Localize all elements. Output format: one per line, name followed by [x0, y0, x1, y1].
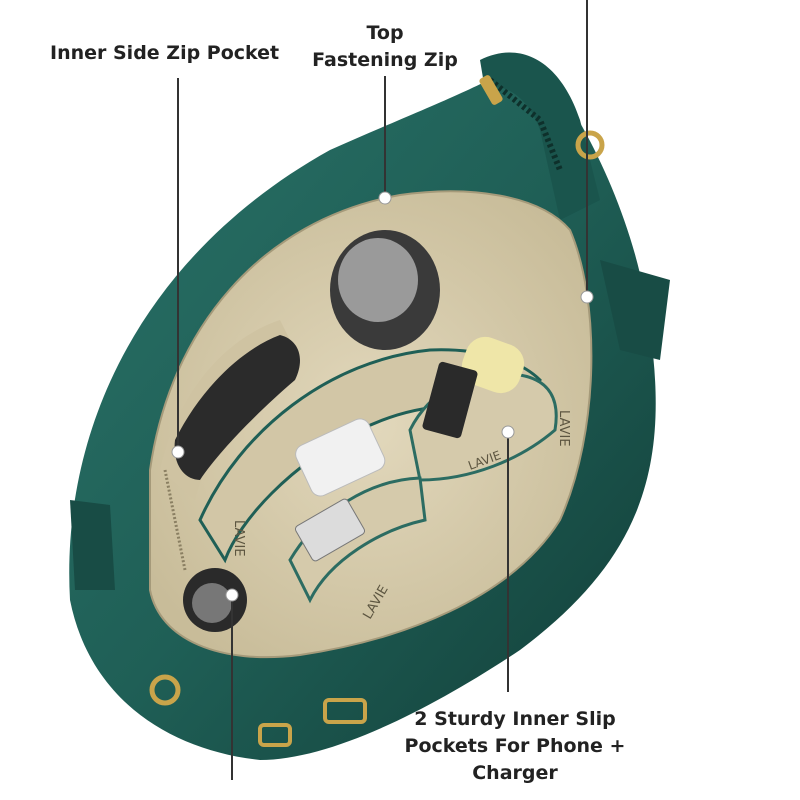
callout-slip-pockets: 2 Sturdy Inner Slip Pockets For Phone + … [385, 706, 645, 787]
bag-strap-left [70, 500, 115, 590]
dark-box [422, 361, 478, 439]
gold-ring-icon [575, 130, 605, 160]
callout-dot [501, 425, 515, 439]
callout-text: Pockets For Phone + [404, 735, 626, 757]
callout-text: Charger [472, 762, 558, 784]
callout-dot [378, 191, 392, 205]
gold-ring-icon [149, 674, 181, 706]
callout-text: 2 Sturdy Inner Slip [414, 708, 616, 730]
phone-clip [294, 498, 366, 562]
callout-dot [171, 445, 185, 459]
bottle-top [338, 238, 418, 322]
lip-balm [461, 336, 525, 394]
dark-pouch [174, 335, 300, 480]
gold-buckle-icon [323, 698, 367, 724]
callout-text: Top [366, 22, 404, 44]
gold-buckle-icon [258, 723, 292, 747]
callout-top-fastening-zip: Top Fastening Zip [300, 20, 470, 74]
side-zip-teeth [163, 469, 187, 571]
charger-cable [295, 418, 386, 497]
callout-inner-side-zip-pocket: Inner Side Zip Pocket [50, 40, 279, 67]
callout-dot [225, 588, 239, 602]
bag-handle-top [480, 52, 600, 220]
callout-dot [580, 290, 594, 304]
lining-brand-print: LAVIE [556, 410, 571, 447]
callout-text: Fastening Zip [312, 49, 458, 71]
small-tin-lid [192, 583, 232, 623]
zip-puller-icon [479, 75, 503, 105]
callout-text: Inner Side Zip Pocket [50, 42, 280, 64]
lining-brand-print: LAVIE [231, 520, 246, 557]
bag-strap-right [600, 260, 670, 360]
